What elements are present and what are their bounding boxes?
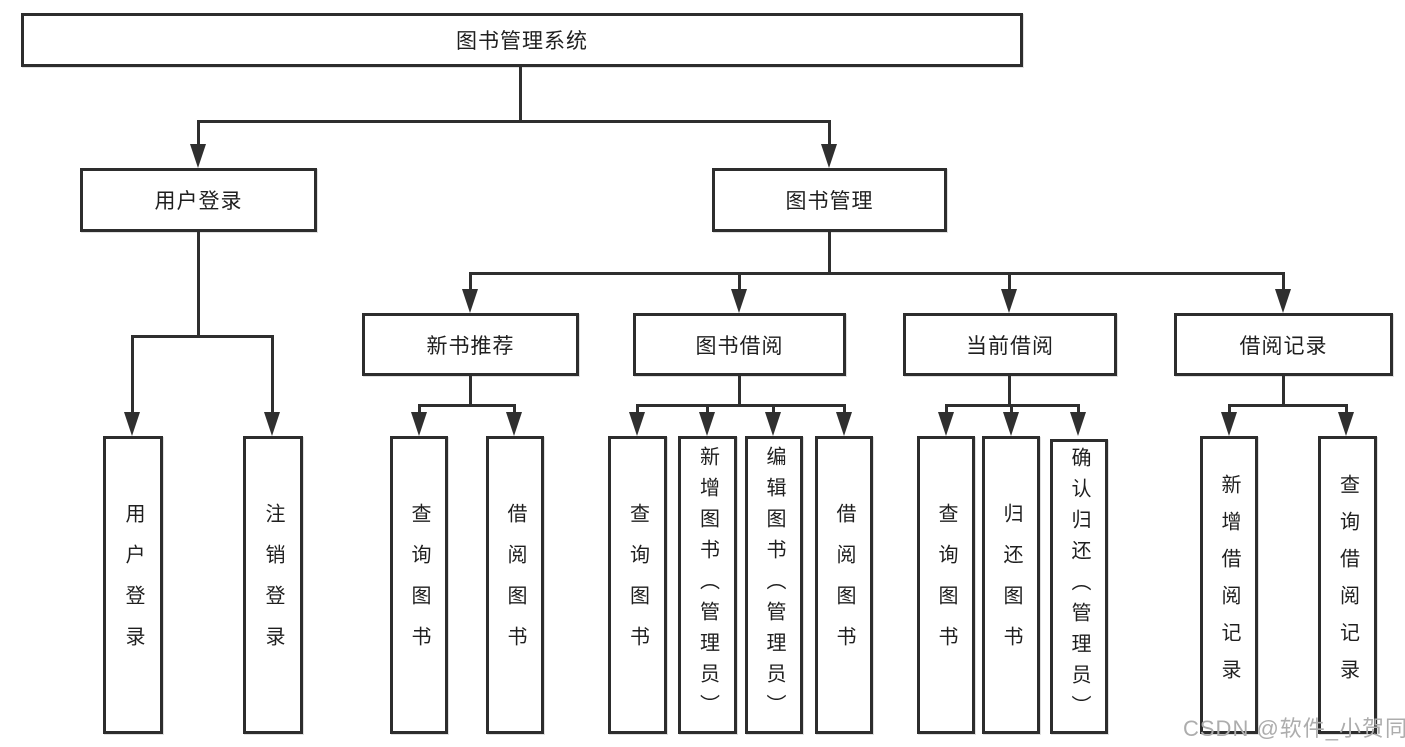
arrow-to-current bbox=[1001, 289, 1017, 313]
connector-records-drop bbox=[1282, 272, 1285, 292]
arrow-to-cur-query bbox=[938, 412, 954, 436]
node-root-label: 图书管理系统 bbox=[456, 30, 588, 53]
connector-records-bar bbox=[1228, 404, 1348, 407]
leaf-current-query-book-label: 查询图书 bbox=[935, 503, 957, 667]
node-user-login: 用户登录 bbox=[80, 168, 317, 232]
node-book-borrow-label: 图书借阅 bbox=[695, 334, 784, 358]
arrow-to-rec2-query bbox=[1338, 412, 1354, 436]
connector-bor-add-drop bbox=[706, 404, 709, 416]
leaf-recommend-query-book-label: 查询图书 bbox=[408, 503, 430, 667]
arrow-to-login bbox=[190, 144, 206, 168]
arrow-to-borrow bbox=[731, 289, 747, 313]
connector-login-bar bbox=[131, 335, 273, 338]
connector-login-drop bbox=[197, 120, 200, 146]
arrow-to-records bbox=[1275, 289, 1291, 313]
connector-records-stem bbox=[1282, 376, 1285, 407]
arrow-to-mgmt bbox=[821, 144, 837, 168]
leaf-recommend-query-book: 查询图书 bbox=[390, 436, 448, 734]
connector-borrow-stem bbox=[738, 376, 741, 407]
connector-bor-edit-drop bbox=[772, 404, 775, 416]
connector-mgmt-stem bbox=[828, 232, 831, 275]
arrow-to-cur-return bbox=[1003, 412, 1019, 436]
leaf-query-borrow-record: 查询借阅记录 bbox=[1318, 436, 1377, 734]
node-book-borrow: 图书借阅 bbox=[633, 313, 846, 376]
leaf-return-book: 归还图书 bbox=[982, 436, 1040, 734]
leaf-query-borrow-record-label: 查询借阅记录 bbox=[1336, 474, 1359, 696]
node-current-borrow: 当前借阅 bbox=[903, 313, 1117, 376]
connector-level3-bar bbox=[469, 272, 1285, 275]
leaf-recommend-borrow-book-label: 借阅图书 bbox=[504, 503, 526, 667]
leaf-user-login: 用户登录 bbox=[103, 436, 163, 734]
connector-rec-borrow-drop bbox=[513, 404, 516, 416]
connector-cur-return-drop bbox=[1010, 404, 1013, 416]
node-book-management: 图书管理 bbox=[712, 168, 947, 232]
arrow-to-cur-confirm bbox=[1070, 412, 1086, 436]
connector-root-drop bbox=[519, 67, 522, 122]
node-current-borrow-label: 当前借阅 bbox=[966, 334, 1054, 358]
node-user-login-label: 用户登录 bbox=[154, 190, 243, 213]
connector-rec2-add-drop bbox=[1228, 404, 1231, 416]
leaf-current-query-book: 查询图书 bbox=[917, 436, 975, 734]
leaf-borrow-borrow-book: 借阅图书 bbox=[815, 436, 873, 734]
leaf-add-book-admin: 新增图书（管理员） bbox=[678, 436, 737, 734]
node-new-book-recommend-label: 新书推荐 bbox=[426, 334, 515, 358]
node-borrow-records-label: 借阅记录 bbox=[1239, 334, 1328, 358]
connector-mgmt-drop bbox=[828, 120, 831, 146]
connector-level2-bar bbox=[197, 120, 831, 123]
leaf-edit-book-admin-label: 编辑图书（管理员） bbox=[763, 445, 785, 725]
arrow-to-bor-query bbox=[629, 412, 645, 436]
arrow-to-login-user bbox=[124, 412, 140, 436]
connector-recommend-drop bbox=[469, 272, 472, 292]
connector-login-user-drop bbox=[131, 335, 134, 415]
leaf-user-login-label: 用户登录 bbox=[122, 503, 144, 667]
arrow-to-bor-add bbox=[699, 412, 715, 436]
leaf-add-borrow-record: 新增借阅记录 bbox=[1200, 436, 1258, 734]
connector-current-drop bbox=[1008, 272, 1011, 292]
connector-login-stem bbox=[197, 232, 200, 338]
arrow-to-bor-edit bbox=[765, 412, 781, 436]
leaf-logout: 注销登录 bbox=[243, 436, 303, 734]
connector-logout-drop bbox=[271, 335, 274, 415]
connector-bor-query-drop bbox=[636, 404, 639, 416]
connector-current-stem bbox=[1008, 376, 1011, 407]
leaf-borrow-borrow-book-label: 借阅图书 bbox=[833, 503, 855, 667]
arrow-to-bor-borrow bbox=[836, 412, 852, 436]
arrow-to-rec-query bbox=[411, 412, 427, 436]
node-borrow-records: 借阅记录 bbox=[1174, 313, 1393, 376]
connector-cur-confirm-drop bbox=[1077, 404, 1080, 416]
leaf-recommend-borrow-book: 借阅图书 bbox=[486, 436, 544, 734]
connector-rec2-query-drop bbox=[1345, 404, 1348, 416]
arrow-to-logout bbox=[264, 412, 280, 436]
leaf-confirm-return-admin: 确认归还（管理员） bbox=[1050, 439, 1108, 734]
node-new-book-recommend: 新书推荐 bbox=[362, 313, 579, 376]
node-root: 图书管理系统 bbox=[21, 13, 1023, 67]
connector-recommend-stem bbox=[469, 376, 472, 407]
leaf-return-book-label: 归还图书 bbox=[1000, 503, 1022, 667]
connector-cur-query-drop bbox=[945, 404, 948, 416]
arrow-to-rec-borrow bbox=[506, 412, 522, 436]
connector-borrow-drop bbox=[738, 272, 741, 292]
leaf-borrow-query-book-label: 查询图书 bbox=[626, 503, 649, 667]
connector-rec-query-drop bbox=[418, 404, 421, 416]
leaf-add-borrow-record-label: 新增借阅记录 bbox=[1218, 474, 1240, 696]
csdn-watermark: CSDN @软件_小贺同学 bbox=[1183, 716, 1405, 741]
arrow-to-rec2-add bbox=[1221, 412, 1237, 436]
node-book-management-label: 图书管理 bbox=[785, 190, 874, 213]
arrow-to-recommend bbox=[462, 289, 478, 313]
leaf-logout-label: 注销登录 bbox=[262, 503, 284, 667]
leaf-confirm-return-admin-label: 确认归还（管理员） bbox=[1068, 447, 1090, 726]
connector-borrow-bar bbox=[636, 404, 845, 407]
leaf-add-book-admin-label: 新增图书（管理员） bbox=[696, 445, 719, 725]
connector-recommend-bar bbox=[418, 404, 516, 407]
leaf-borrow-query-book: 查询图书 bbox=[608, 436, 667, 734]
leaf-edit-book-admin: 编辑图书（管理员） bbox=[745, 436, 803, 734]
connector-bor-borrow-drop bbox=[843, 404, 846, 416]
